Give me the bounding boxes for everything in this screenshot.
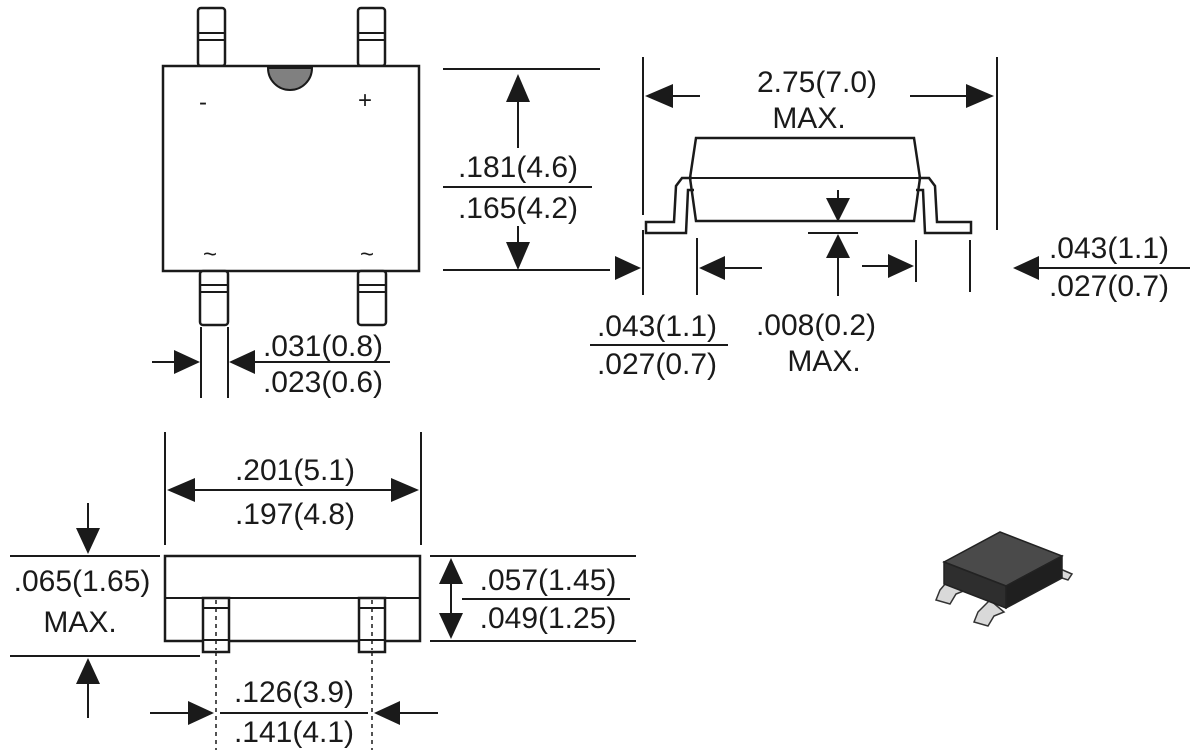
arrow-down-icon — [439, 613, 463, 639]
standoff-dimension: .008(0.2) MAX. — [756, 190, 876, 378]
arrow-left-icon — [645, 84, 673, 108]
arrow-down-icon — [826, 198, 850, 222]
top-view: - + ~ ~ .181(4.6) .165(4.2) — [152, 6, 610, 399]
body-height-dimension: .057(1.45) .049(1.25) — [430, 555, 636, 642]
arrow-up-icon — [76, 658, 100, 684]
body-width-dimension: .201(5.1) .197(4.8) — [164, 432, 422, 545]
pin-ac-right-label: ~ — [360, 241, 374, 268]
right-lead-max-label: .043(1.1) — [1049, 232, 1169, 265]
side-lead-right — [916, 176, 973, 235]
lead-top-right — [356, 6, 387, 68]
overall-height-label: .065(1.65) — [14, 565, 151, 598]
pin-spacing-top-label: .126(3.9) — [234, 676, 354, 709]
lead-width-max-label: .031(0.8) — [263, 330, 383, 363]
width-dimension: 2.75(7.0) MAX. — [642, 57, 998, 230]
arrow-right-icon — [615, 256, 641, 280]
arrow-down-icon — [506, 242, 530, 270]
lead-foot-min-label: .027(0.7) — [597, 348, 717, 381]
arrow-up-icon — [506, 74, 530, 102]
width-note: MAX. — [772, 102, 845, 135]
arrow-right-icon — [174, 350, 200, 374]
arrow-left-icon — [374, 701, 400, 725]
height-min-label: .165(4.2) — [458, 192, 578, 225]
side-view: 2.75(7.0) MAX. .008(0.2) MAX. .043(1.1) … — [590, 57, 1190, 381]
arrow-left-icon — [699, 256, 725, 280]
body-height-max-label: .057(1.45) — [480, 564, 617, 597]
front-view: .201(5.1) .197(4.8) .065(1.65) MAX. .057… — [10, 432, 636, 750]
overall-height-dimension: .065(1.65) MAX. — [10, 503, 200, 718]
arrow-left-icon — [229, 350, 255, 374]
lead-bottom-right — [356, 269, 388, 327]
pin-spacing-dimension: .126(3.9) .141(4.1) — [150, 652, 438, 750]
arrow-right-icon — [391, 478, 419, 502]
height-dimension: .181(4.6) .165(4.2) — [443, 68, 610, 271]
side-lead-left — [644, 176, 694, 235]
lead-width-dimension: .031(0.8) .023(0.6) — [152, 327, 390, 399]
body-height-min-label: .049(1.25) — [480, 602, 617, 635]
body-width-max-label: .201(5.1) — [235, 454, 355, 487]
pin1-notch-mark — [266, 67, 314, 91]
arrow-right-icon — [966, 84, 994, 108]
width-label: 2.75(7.0) — [757, 66, 877, 99]
lead-bottom-left — [198, 269, 230, 327]
smd-bridge-rectifier-package-icon — [934, 531, 1074, 627]
standoff-label: .008(0.2) — [756, 309, 876, 342]
front-lead-right — [357, 596, 387, 654]
lead-top-left — [196, 6, 227, 68]
pin-plus-label: + — [358, 87, 372, 114]
side-view-body — [688, 136, 922, 223]
lead-width-min-label: .023(0.6) — [263, 366, 383, 399]
body-width-min-label: .197(4.8) — [235, 498, 355, 531]
right-lead-min-label: .027(0.7) — [1049, 270, 1169, 303]
arrow-up-icon — [439, 558, 463, 584]
pin-spacing-bottom-label: .141(4.1) — [234, 716, 354, 749]
height-max-label: .181(4.6) — [458, 151, 578, 184]
pin-minus-label: - — [199, 89, 207, 116]
right-lead-dimension: .043(1.1) .027(0.7) — [862, 232, 1190, 303]
front-lead-left — [201, 596, 231, 654]
arrow-right-icon — [888, 254, 914, 278]
arrow-left-icon — [1013, 256, 1039, 280]
pin-ac-left-label: ~ — [203, 241, 217, 268]
arrow-right-icon — [188, 701, 214, 725]
standoff-note: MAX. — [787, 345, 860, 378]
lead-foot-dimension: .043(1.1) .027(0.7) — [590, 230, 762, 381]
arrow-left-icon — [167, 478, 195, 502]
arrow-down-icon — [76, 528, 100, 554]
lead-foot-max-label: .043(1.1) — [597, 310, 717, 343]
top-view-body — [161, 64, 421, 273]
overall-height-note: MAX. — [43, 606, 116, 639]
arrow-up-icon — [826, 234, 850, 258]
